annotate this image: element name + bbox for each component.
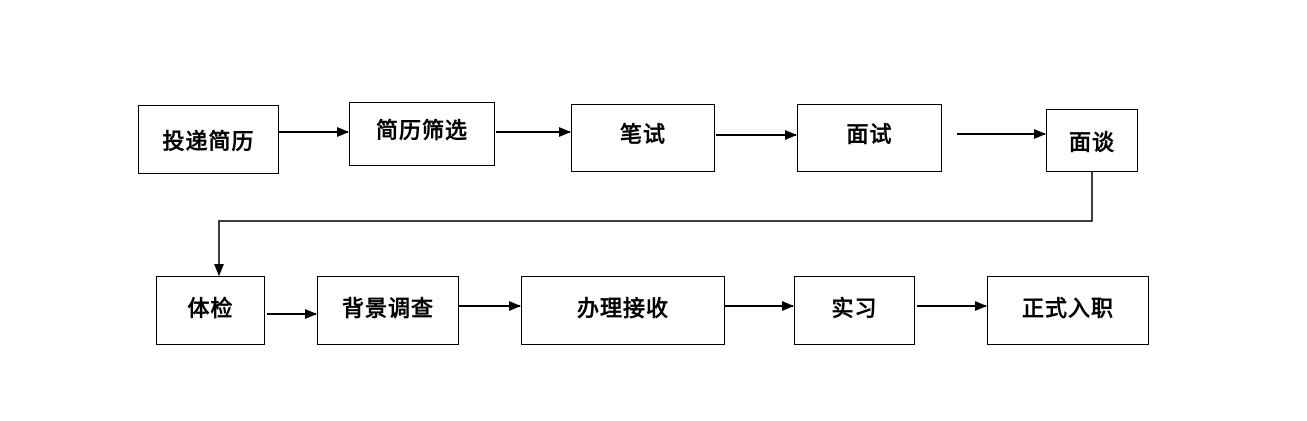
step-interview: 面试 — [797, 104, 942, 172]
step-written-test: 笔试 — [571, 104, 715, 172]
step-label: 办理接收 — [576, 296, 669, 322]
step-label: 投递简历 — [162, 129, 255, 155]
step-label: 笔试 — [619, 123, 666, 148]
step-label: 正式入职 — [1021, 296, 1114, 322]
step-label: 简历筛选 — [375, 119, 468, 144]
step-label: 实习 — [831, 296, 878, 322]
step-medical-exam: 体检 — [156, 276, 265, 345]
step-formal-employment: 正式入职 — [987, 276, 1149, 345]
step-onboarding-paperwork: 办理接收 — [521, 276, 725, 345]
step-background-check: 背景调查 — [317, 276, 459, 345]
step-resume-screening: 简历筛选 — [349, 102, 495, 166]
arrow-edge-4 — [214, 172, 1093, 276]
step-label: 面谈 — [1068, 130, 1115, 156]
step-label: 面试 — [846, 123, 893, 148]
step-label: 背景调查 — [341, 296, 434, 322]
step-internship: 实习 — [794, 276, 915, 345]
step-submit-resume: 投递简历 — [138, 105, 279, 174]
step-label: 体检 — [187, 296, 234, 322]
step-meeting: 面谈 — [1046, 109, 1138, 172]
